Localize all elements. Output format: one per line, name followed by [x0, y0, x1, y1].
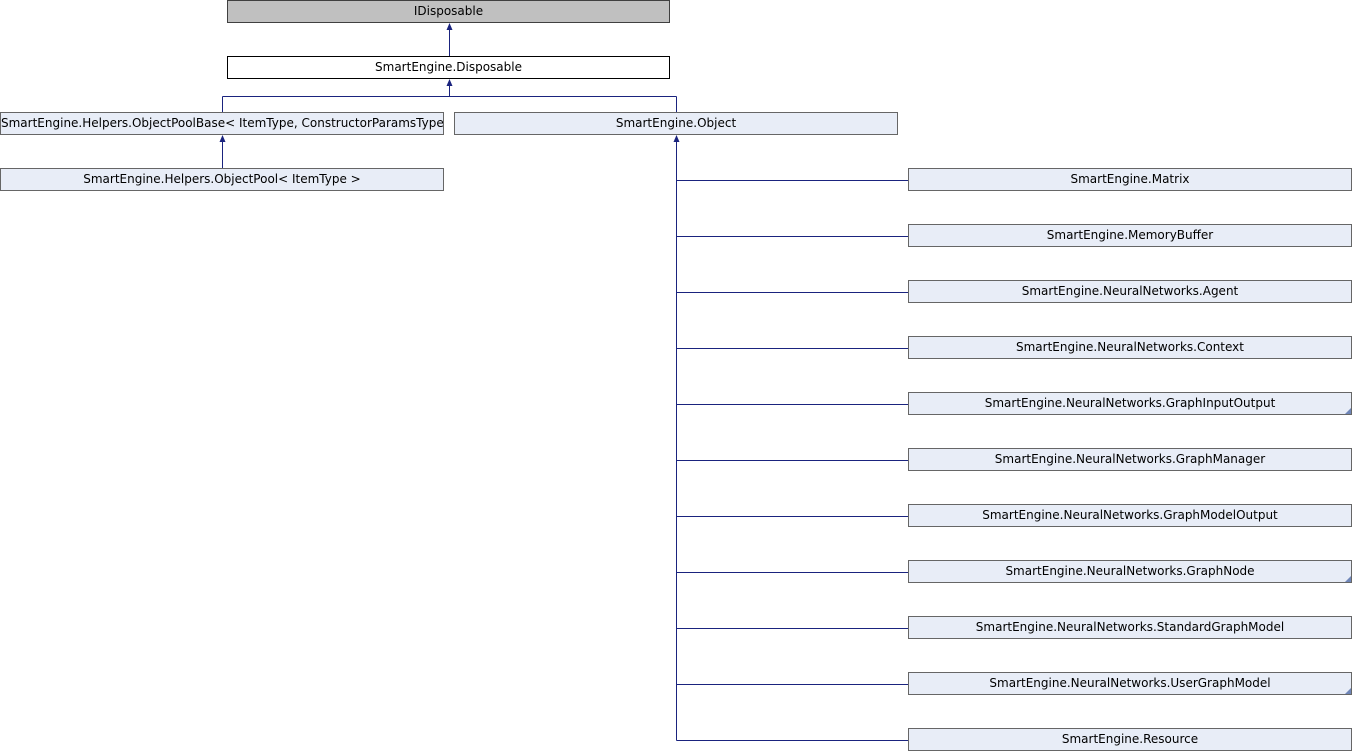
- more-subclasses-icon: [1345, 576, 1351, 582]
- node-graphinputoutput[interactable]: SmartEngine.NeuralNetworks.GraphInputOut…: [908, 392, 1352, 415]
- node-label: SmartEngine.NeuralNetworks.GraphModelOut…: [982, 508, 1278, 522]
- node-smartengine-disposable: SmartEngine.Disposable: [227, 56, 670, 79]
- node-label: SmartEngine.Resource: [1061, 732, 1199, 746]
- node-label: SmartEngine.Helpers.ObjectPool< ItemType…: [83, 172, 361, 186]
- node-label: SmartEngine.MemoryBuffer: [1046, 228, 1214, 242]
- node-graphmodeloutput[interactable]: SmartEngine.NeuralNetworks.GraphModelOut…: [908, 504, 1352, 527]
- node-label: SmartEngine.NeuralNetworks.StandardGraph…: [975, 620, 1285, 634]
- node-idisposable: IDisposable: [227, 0, 670, 23]
- arrowhead-icon: [219, 135, 226, 142]
- node-label: SmartEngine.NeuralNetworks.Context: [1015, 340, 1244, 354]
- node-agent[interactable]: SmartEngine.NeuralNetworks.Agent: [908, 280, 1352, 303]
- node-objectpool[interactable]: SmartEngine.Helpers.ObjectPool< ItemType…: [0, 168, 444, 191]
- node-graphnode[interactable]: SmartEngine.NeuralNetworks.GraphNode: [908, 560, 1352, 583]
- node-label: SmartEngine.NeuralNetworks.GraphNode: [1005, 564, 1255, 578]
- node-context[interactable]: SmartEngine.NeuralNetworks.Context: [908, 336, 1352, 359]
- node-label: SmartEngine.NeuralNetworks.GraphManager: [994, 452, 1266, 466]
- node-smartengine-object[interactable]: SmartEngine.Object: [454, 112, 898, 135]
- node-label: SmartEngine.Object: [615, 116, 737, 130]
- arrowhead-icon: [446, 23, 453, 30]
- node-label: SmartEngine.NeuralNetworks.UserGraphMode…: [989, 676, 1271, 690]
- node-label: SmartEngine.NeuralNetworks.Agent: [1021, 284, 1239, 298]
- node-label: SmartEngine.Disposable: [375, 60, 522, 74]
- more-subclasses-icon: [1345, 408, 1351, 414]
- more-subclasses-icon: [1345, 688, 1351, 694]
- node-matrix[interactable]: SmartEngine.Matrix: [908, 168, 1352, 191]
- node-objectpoolbase[interactable]: SmartEngine.Helpers.ObjectPoolBase< Item…: [0, 112, 444, 135]
- node-usergraphmodel[interactable]: SmartEngine.NeuralNetworks.UserGraphMode…: [908, 672, 1352, 695]
- node-label: SmartEngine.NeuralNetworks.GraphInputOut…: [984, 396, 1276, 410]
- node-label: SmartEngine.Helpers.ObjectPoolBase< Item…: [1, 116, 444, 130]
- node-resource[interactable]: SmartEngine.Resource: [908, 728, 1352, 751]
- node-label: IDisposable: [413, 4, 484, 18]
- node-memorybuffer[interactable]: SmartEngine.MemoryBuffer: [908, 224, 1352, 247]
- node-standardgraphmodel[interactable]: SmartEngine.NeuralNetworks.StandardGraph…: [908, 616, 1352, 639]
- node-label: SmartEngine.Matrix: [1070, 172, 1190, 186]
- arrowhead-icon: [673, 135, 680, 142]
- arrowhead-icon: [446, 79, 453, 86]
- node-graphmanager[interactable]: SmartEngine.NeuralNetworks.GraphManager: [908, 448, 1352, 471]
